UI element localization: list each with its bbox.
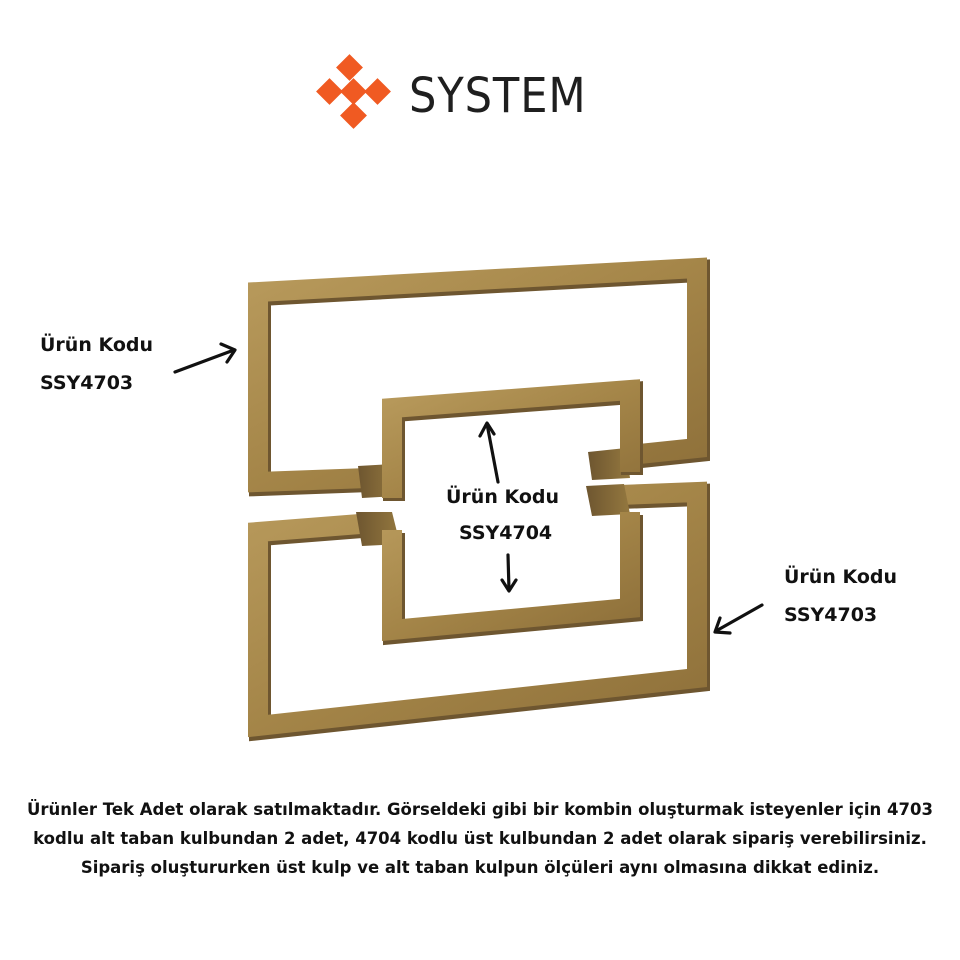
arrow-right-up-icon <box>173 342 237 374</box>
arrow-left-down-icon <box>713 603 764 635</box>
arrow-up-icon <box>478 421 500 484</box>
label-ssy4704-center-code: SSY4704 <box>459 522 552 544</box>
label-title: Ürün Kodu <box>446 486 560 508</box>
brand-name: SYSTEM <box>409 68 587 124</box>
product-code: SSY4703 <box>40 372 134 394</box>
label-ssy4703-left: Ürün Kodu SSY4703 <box>40 334 153 394</box>
label-ssy4703-right: Ürün Kodu SSY4703 <box>784 566 897 626</box>
order-note-line-2: kodlu alt taban kulbundan 2 adet, 4704 k… <box>33 829 927 848</box>
order-note: Ürünler Tek Adet olarak satılmaktadır. G… <box>0 795 960 882</box>
label-ssy4704-center-title: Ürün Kodu <box>446 486 559 508</box>
arrow-down-icon <box>500 553 518 593</box>
brand-logo: SYSTEM <box>314 52 586 142</box>
handle-ssy4703-top <box>248 257 710 498</box>
product-code: SSY4704 <box>459 522 553 544</box>
label-title: Ürün Kodu <box>784 566 898 588</box>
label-title: Ürün Kodu <box>40 334 154 356</box>
handle-ssy4704-bottom <box>382 512 643 646</box>
handle-ssy4704-top <box>382 379 643 501</box>
order-note-line-1: Ürünler Tek Adet olarak satılmaktadır. G… <box>27 800 933 819</box>
order-note-line-3: Sipariş oluştururken üst kulp ve alt tab… <box>80 858 880 877</box>
product-code: SSY4703 <box>784 604 878 626</box>
